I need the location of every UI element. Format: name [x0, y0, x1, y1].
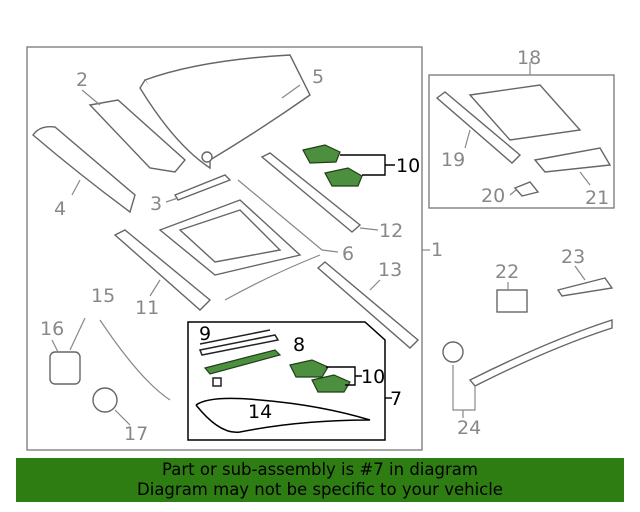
callout-2: 2 — [76, 69, 88, 91]
part-10-upper-a — [302, 144, 341, 164]
callout-6: 6 — [342, 243, 354, 265]
part-20 — [513, 181, 540, 197]
part-22 — [496, 289, 528, 313]
callout-18: 18 — [517, 47, 541, 69]
callout-4: 4 — [54, 198, 66, 220]
callout-3: 3 — [150, 193, 162, 215]
footer-banner: Part or sub-assembly is #7 in diagram Di… — [16, 458, 624, 502]
callout-19: 19 — [441, 149, 465, 171]
part-front-rail — [173, 174, 232, 201]
part-rear-panel — [32, 125, 136, 214]
part-14-cable — [195, 397, 371, 433]
callout-23: 23 — [561, 246, 585, 268]
callout-7: 7 — [390, 388, 402, 410]
callout-14: 14 — [248, 401, 272, 423]
callout-9: 9 — [199, 323, 211, 345]
callout-1: 1 — [431, 239, 443, 261]
callout-21: 21 — [585, 187, 609, 209]
footer-line-1: Part or sub-assembly is #7 in diagram — [162, 460, 478, 479]
callout-5: 5 — [312, 66, 324, 88]
callout-10-lower: 10 — [361, 366, 385, 388]
callout-8: 8 — [293, 334, 305, 356]
callout-22: 22 — [495, 261, 519, 283]
part-21 — [533, 147, 612, 173]
part-18-glass — [468, 84, 582, 141]
glass-assembly-frame — [428, 74, 615, 209]
part-17 — [92, 387, 118, 413]
part-side-rail-12 — [260, 152, 362, 233]
part-side-rail-13 — [316, 261, 420, 349]
callout-12: 12 — [379, 220, 403, 242]
part-deflector — [88, 99, 186, 173]
part-24-seal — [468, 319, 613, 387]
main-assembly-frame — [26, 46, 423, 451]
part-19 — [435, 91, 522, 164]
part-side-rail-11 — [113, 229, 212, 311]
part-seal-6 — [237, 179, 323, 251]
part-motor — [49, 351, 81, 385]
callout-24: 24 — [457, 417, 481, 439]
part-drain-tube — [99, 319, 171, 401]
part-23 — [556, 277, 614, 297]
footer-line-2: Diagram may not be specific to your vehi… — [137, 480, 503, 499]
callout-16: 16 — [40, 318, 64, 340]
callout-20: 20 — [481, 185, 505, 207]
part-24-grommet — [442, 341, 464, 363]
callout-13: 13 — [378, 259, 402, 281]
callout-11: 11 — [135, 297, 159, 319]
part-glass-panel — [143, 54, 311, 161]
sub-assembly-7-frame — [187, 321, 386, 441]
callout-10-upper: 10 — [396, 155, 420, 177]
callout-15: 15 — [91, 285, 115, 307]
callout-17: 17 — [124, 423, 148, 445]
part-10-upper-b — [324, 167, 363, 187]
